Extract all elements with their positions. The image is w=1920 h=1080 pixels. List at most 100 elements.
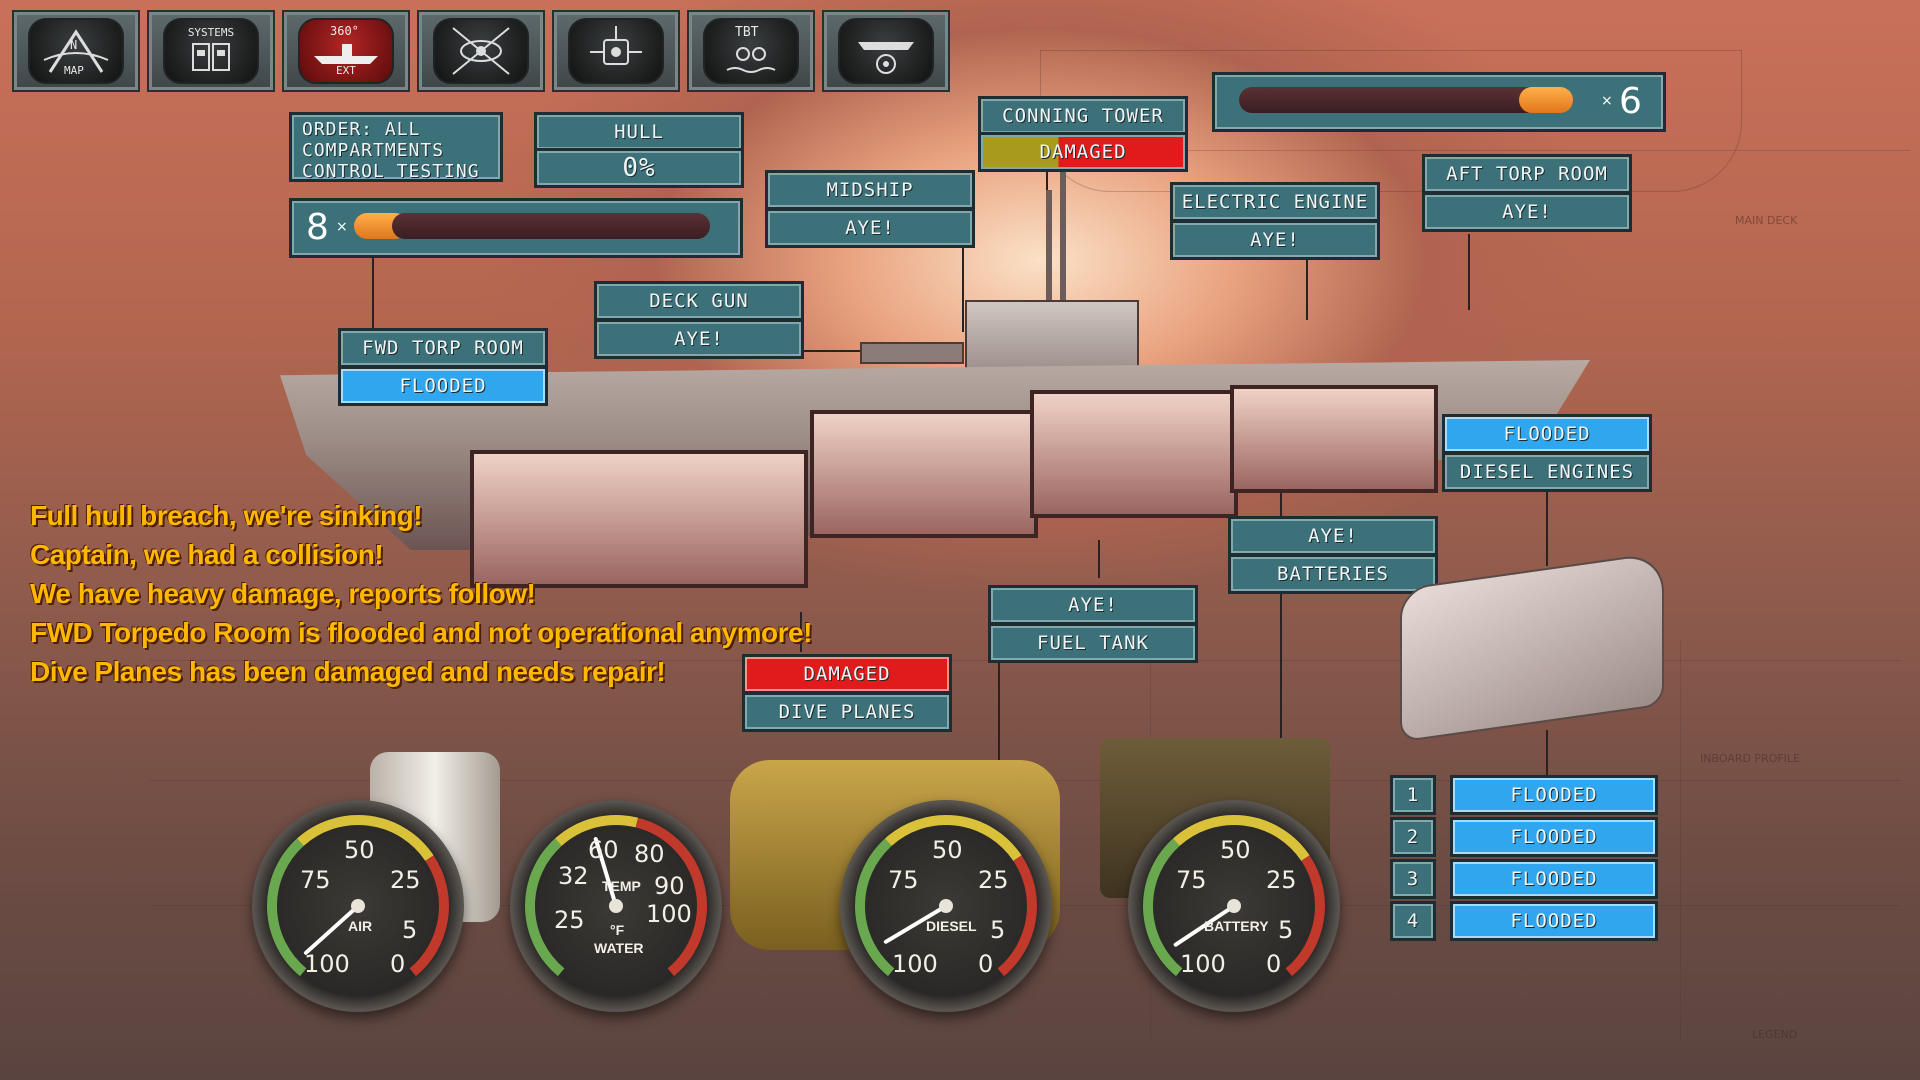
periscope-mast <box>1046 190 1052 310</box>
times-symbol: × <box>336 219 348 235</box>
compass-icon <box>43 29 109 73</box>
gauge-tick: 0 <box>1266 950 1282 978</box>
engine-4-number: 4 <box>1390 901 1436 941</box>
message-line: FWD Torpedo Room is flooded and not oper… <box>30 617 812 648</box>
binoculars-icon <box>726 47 776 73</box>
aft-engine-room-cutaway <box>1230 385 1438 493</box>
fuel-tank-label: FUEL TANK <box>988 623 1198 663</box>
leader-line <box>1280 592 1282 740</box>
message-line: Dive Planes has been damaged and needs r… <box>30 656 666 687</box>
leader-line <box>1546 730 1548 776</box>
tbt-label: TBT <box>735 25 759 40</box>
water-temp-gauge-dial <box>525 815 707 977</box>
ship-target-icon <box>858 42 914 74</box>
ext-label: EXT <box>336 64 356 77</box>
leader-line <box>962 242 964 332</box>
compass-north-label: N <box>70 38 78 52</box>
dive-planes-status[interactable]: DAMAGED <box>742 654 952 694</box>
gauge-hub <box>1227 899 1241 913</box>
leader-line <box>1280 470 1282 522</box>
gauge-needle <box>1173 904 1236 947</box>
systems-tool-button[interactable]: SYSTEMS <box>147 10 275 92</box>
gauge-tick: 75 <box>300 866 331 894</box>
midship-status[interactable]: AYE! <box>765 208 975 248</box>
fwd-torpedo-room-cutaway <box>470 450 808 588</box>
systems-icon <box>192 43 230 71</box>
diesel-gauge-dial <box>855 815 1037 977</box>
message-line: Full hull breach, we're sinking! <box>30 500 423 531</box>
gauge-tick: 80 <box>634 840 665 868</box>
blueprint-label-legend: LEGEND <box>1752 1028 1798 1041</box>
map-tool-button[interactable]: N MAP <box>12 10 140 92</box>
gauge-needle <box>303 904 360 955</box>
fuel-tank-status[interactable]: AYE! <box>988 585 1198 625</box>
engine-2-number: 2 <box>1390 817 1436 857</box>
dive-planes-label: DIVE PLANES <box>742 692 952 732</box>
hull-label: HULL <box>534 112 744 152</box>
torpedo-body <box>1239 87 1539 113</box>
periscope-mast <box>1060 170 1066 310</box>
gauge-tick: 75 <box>888 866 919 894</box>
gauge-color-band <box>525 838 565 977</box>
gauge-name: AIR <box>348 918 373 934</box>
engine-1-number: 1 <box>1390 775 1436 815</box>
engine-1-status[interactable]: FLOODED <box>1450 775 1658 815</box>
engine-2-status[interactable]: FLOODED <box>1450 817 1658 857</box>
systems-label: SYSTEMS <box>187 26 235 39</box>
torpedo-tube-tool-button[interactable] <box>552 10 680 92</box>
gauge-hub <box>351 899 365 913</box>
tbt-tool-button[interactable]: TBT <box>687 10 815 92</box>
gauge-tick: 50 <box>932 836 963 864</box>
gauge-tick: 0 <box>390 950 406 978</box>
electric-engine-status[interactable]: AYE! <box>1170 220 1380 260</box>
leader-line <box>762 350 942 352</box>
gauge-tick: 75 <box>1176 866 1207 894</box>
fwd-torp-room-label: FWD TORP ROOM <box>338 328 548 368</box>
conning-tower-label: CONNING TOWER <box>978 96 1188 136</box>
engine-4-status[interactable]: FLOODED <box>1450 901 1658 941</box>
gauge-tick: 5 <box>402 916 418 944</box>
gauge-color-band <box>1172 815 1310 861</box>
eye-crosshair-icon <box>452 27 510 75</box>
gauge-tick: 100 <box>892 950 938 978</box>
hull-percentage: 0% <box>534 148 744 188</box>
leader-line <box>1098 540 1100 578</box>
gauge-color-band <box>1285 855 1325 977</box>
conning-tower-status[interactable]: DAMAGED <box>978 132 1188 172</box>
exterior-view-button[interactable]: 360° EXT <box>282 10 410 92</box>
gauge-tick: 50 <box>344 836 375 864</box>
gauge-subtitle: WATER <box>594 940 644 956</box>
gauge-tick: 100 <box>1180 950 1226 978</box>
message-line: We have heavy damage, reports follow! <box>30 578 536 609</box>
ship-target-tool-button[interactable] <box>822 10 950 92</box>
gauge-unit: °F <box>610 922 625 938</box>
batteries-status[interactable]: AYE! <box>1228 516 1438 556</box>
gauge-tick: 50 <box>1220 836 1251 864</box>
gauge-tick: 5 <box>1278 916 1294 944</box>
order-panel: ORDER: ALL COMPARTMENTS CONTROL TESTING <box>289 112 503 182</box>
gauge-color-band <box>554 815 639 847</box>
periscope-tool-button[interactable] <box>417 10 545 92</box>
fwd-torp-room-status[interactable]: FLOODED <box>338 366 548 406</box>
battery-gauge-dial <box>1143 815 1325 977</box>
aft-torp-room-status[interactable]: AYE! <box>1422 192 1632 232</box>
leader-line <box>800 612 802 652</box>
deck-gun-status[interactable]: AYE! <box>594 319 804 359</box>
forward-torpedo-count: 8 <box>306 207 329 248</box>
blueprint-label-inboard-profile: INBOARD PROFILE <box>1700 752 1801 765</box>
gauge-name: BATTERY <box>1204 918 1269 934</box>
360-label: 360° <box>330 24 359 38</box>
gauge-tick: 60 <box>588 836 619 864</box>
deck-gun <box>860 342 964 364</box>
gauge-name: TEMP <box>602 878 641 894</box>
gauge-color-band <box>296 815 434 861</box>
midship-label: MIDSHIP <box>765 170 975 210</box>
battery-gauge: 50 75 25 100 5 0 BATTERY <box>1128 800 1340 1012</box>
gauge-tick: 90 <box>654 872 685 900</box>
engine-3-status[interactable]: FLOODED <box>1450 859 1658 899</box>
diesel-engines-status[interactable]: FLOODED <box>1442 414 1652 454</box>
air-gauge: 50 75 25 100 5 0 AIR <box>252 800 464 1012</box>
leader-line <box>1546 484 1548 566</box>
leader-line <box>372 256 374 328</box>
torpedo-tube-icon <box>590 26 642 65</box>
